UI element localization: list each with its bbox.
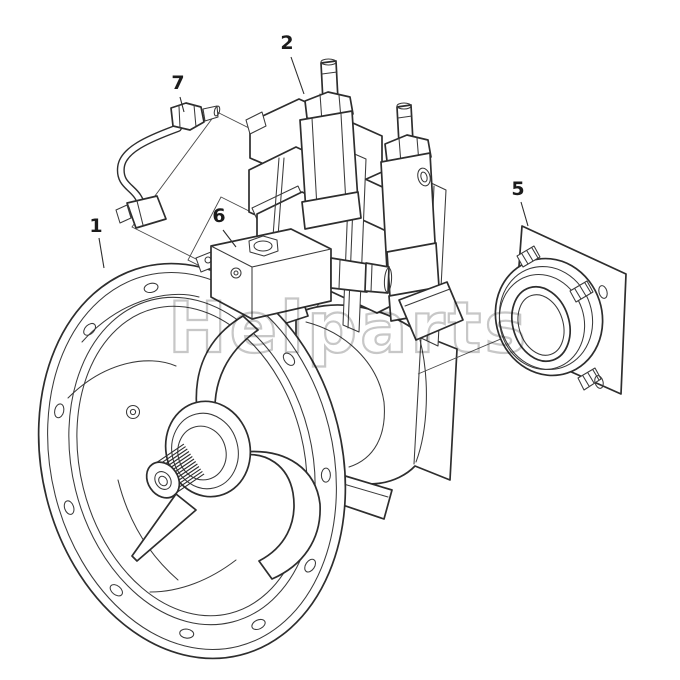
callout-6-label: 6: [212, 205, 225, 227]
callout-7: 7: [171, 72, 185, 113]
watermark-text: Helparts: [168, 287, 529, 369]
callout-1-label: 1: [89, 215, 102, 237]
pipe-fitting-upper: [170, 102, 221, 131]
drive-flange-wheel: [37, 262, 347, 660]
callout-1: 1: [89, 215, 105, 269]
spoke-right: [242, 450, 321, 580]
solenoid-valve: [195, 228, 393, 320]
valve-cartridge-1: [299, 58, 362, 230]
valve-foot-block: [398, 281, 464, 341]
callout-2-label: 2: [280, 32, 293, 54]
mounting-flange: [494, 225, 627, 395]
pipe-fitting-lower: [115, 195, 167, 229]
callout-2: 2: [280, 32, 305, 95]
callouts: 1 2 5 6 7: [89, 32, 529, 269]
callout-5: 5: [511, 178, 529, 227]
splined-shaft-hub: [145, 400, 252, 499]
oil-pipe: [115, 102, 221, 229]
callout-7-label: 7: [171, 72, 184, 94]
spoke-point: [131, 493, 197, 562]
spoke-upper: [195, 315, 259, 413]
flange-studs: [516, 245, 602, 391]
callout-6: 6: [212, 205, 237, 248]
callout-5-label: 5: [511, 178, 524, 200]
